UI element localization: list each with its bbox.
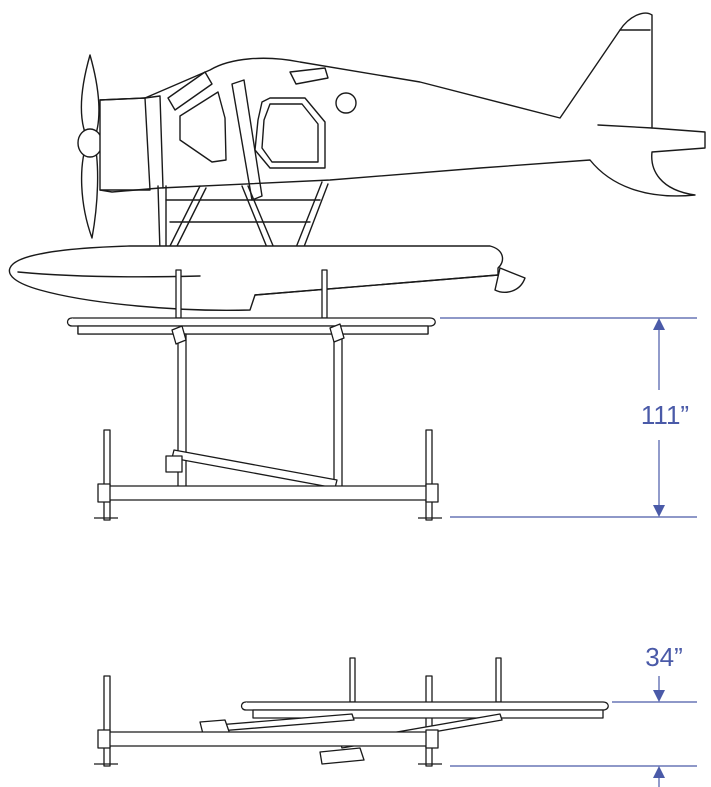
dimension-lowered	[450, 676, 697, 787]
lowered-platform	[246, 701, 609, 711]
upper-window	[289, 67, 329, 85]
lift-raised	[66, 269, 442, 521]
cabin-window	[254, 97, 326, 169]
hydraulic-cylinder	[171, 449, 338, 489]
arrow-down-icon	[653, 505, 665, 517]
windshield	[167, 71, 213, 111]
lowered-base	[103, 731, 433, 747]
cockpit-window	[179, 91, 227, 163]
dimension-raised	[440, 317, 697, 518]
engine-cowling	[99, 97, 151, 191]
propeller	[77, 54, 103, 239]
arrow-up-icon	[653, 318, 665, 330]
wing-strut	[231, 79, 263, 201]
raised-height-label: 111”	[641, 400, 689, 430]
arrow-down-icon	[653, 690, 665, 702]
fuselage	[99, 12, 706, 197]
raised-base	[103, 485, 433, 501]
porthole	[335, 92, 357, 114]
arrow-up-icon	[653, 766, 665, 778]
seaplane-illustration	[8, 12, 706, 311]
lowered-height-label: 34”	[645, 642, 683, 672]
float	[8, 245, 504, 311]
lift-lowered	[94, 657, 609, 767]
float-struts	[157, 181, 329, 253]
